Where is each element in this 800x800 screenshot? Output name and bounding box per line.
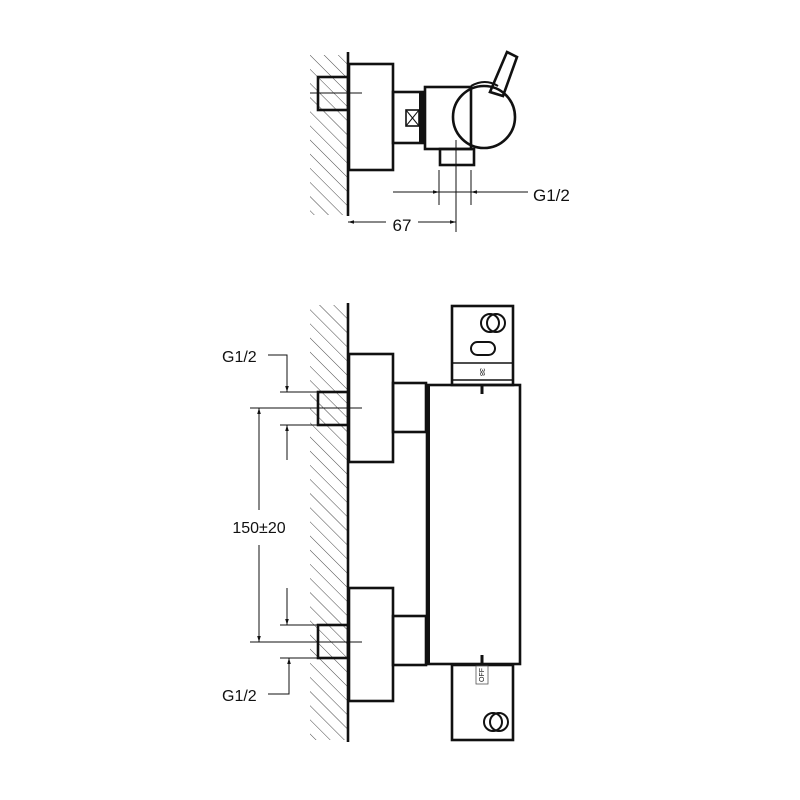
top-view: G1/2 67 (310, 50, 570, 235)
outlet-thread-label: G1/2 (533, 186, 570, 205)
slot-icon (470, 341, 496, 356)
temperature-knob (451, 84, 517, 150)
wall-boss (347, 62, 395, 172)
knob-icon (483, 712, 509, 732)
upper-connector (391, 381, 428, 434)
wall-hatching (310, 55, 348, 215)
flow-off-mark: OFF (479, 668, 486, 682)
front-view: 38 OFF 150±20 G1/2 G1/2 (222, 303, 522, 742)
mixer-body (425, 383, 522, 666)
lower-boss (347, 586, 395, 703)
lower-connector (391, 614, 428, 667)
lever-handle (470, 50, 519, 98)
lower-inlet-label: G1/2 (222, 688, 257, 705)
off-label-box (475, 665, 489, 685)
square-x-icon (405, 109, 420, 127)
wall-hatching (310, 305, 348, 740)
temperature-mark: 38 (478, 368, 485, 376)
wall-distance-dimension: 67 (393, 216, 412, 235)
outlet-thread (438, 147, 476, 167)
upper-inlet-label: G1/2 (222, 349, 257, 366)
inlet-spacing-dimension: 150±20 (232, 520, 285, 537)
knob-icon (480, 313, 506, 333)
